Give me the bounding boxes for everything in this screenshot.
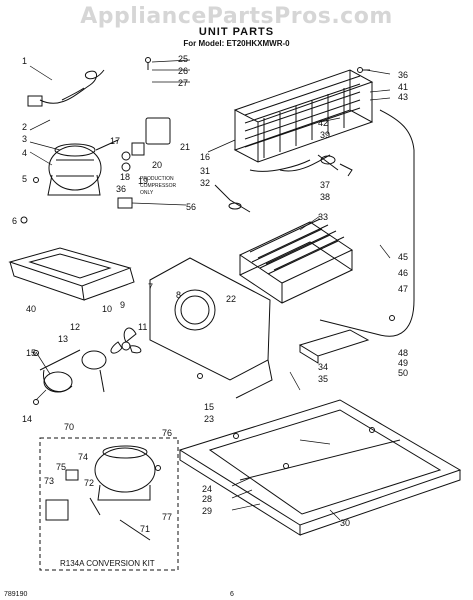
condenser-coil: [233, 69, 374, 163]
callout-11: 11: [138, 322, 147, 332]
callout-50: 50: [398, 368, 408, 378]
callout-7: 7: [148, 282, 153, 292]
svg-text:COMPRESSOR: COMPRESSOR: [140, 183, 177, 189]
callout-15a: 15: [26, 348, 36, 358]
screws: [20, 57, 395, 471]
callout-4: 4: [22, 148, 27, 158]
callout-15b: 15: [204, 402, 214, 412]
callout-numbers: 1 2 3 4 5 6 7 8 9 10 11 12 13 14 15 15 1…: [12, 54, 408, 534]
callout-20: 20: [152, 160, 162, 170]
leader-lines: [29, 59, 391, 521]
callout-14: 14: [22, 414, 32, 424]
callout-29: 29: [202, 506, 212, 516]
callout-36b: 36: [116, 184, 126, 194]
mounting-bracket: [298, 329, 370, 364]
callout-74: 74: [78, 452, 88, 462]
callout-10: 10: [102, 304, 112, 314]
fan-motor: [39, 349, 107, 393]
callout-21: 21: [180, 142, 190, 152]
compressor: [47, 139, 119, 196]
callout-37: 37: [320, 180, 330, 190]
callout-18: 18: [120, 172, 130, 182]
conversion-kit-box: [39, 437, 179, 571]
callout-8: 8: [176, 290, 181, 300]
callout-47: 47: [398, 284, 408, 294]
callout-70: 70: [64, 422, 74, 432]
callout-12: 12: [70, 322, 80, 332]
tubing: [249, 109, 415, 337]
fan-shroud: [149, 257, 273, 399]
connecting-tube: [214, 184, 251, 213]
callout-30: 30: [340, 518, 350, 528]
callout-35: 35: [318, 374, 328, 384]
callout-23: 23: [204, 414, 214, 424]
callout-26: 26: [178, 66, 188, 76]
svg-text:PRODUCTION: PRODUCTION: [140, 176, 174, 182]
base-frame: [178, 399, 462, 536]
callout-38: 38: [320, 192, 330, 202]
callout-45: 45: [398, 252, 408, 262]
diagram-title: UNIT PARTS: [198, 26, 275, 38]
part-56-block: [117, 197, 133, 209]
callout-72: 72: [84, 478, 94, 488]
callout-48: 48: [398, 348, 408, 358]
callout-22: 22: [226, 294, 236, 304]
callout-36a: 36: [398, 70, 408, 80]
callout-27: 27: [178, 78, 188, 88]
callout-9: 9: [120, 300, 125, 310]
callout-24: 24: [202, 484, 212, 494]
power-cord: [27, 69, 105, 107]
callout-5: 5: [22, 174, 27, 184]
production-note: PRODUCTION COMPRESSOR ONLY: [140, 176, 177, 196]
footer-page: 6: [230, 591, 234, 598]
callout-40: 40: [26, 304, 36, 314]
callout-76: 76: [162, 428, 172, 438]
callout-71: 71: [140, 524, 150, 534]
kit-label: R134A CONVERSION KIT: [60, 559, 155, 568]
callout-32: 32: [200, 178, 210, 188]
callout-77: 77: [162, 512, 172, 522]
callout-13: 13: [58, 334, 68, 344]
callout-17: 17: [110, 136, 120, 146]
fan-blade: [110, 327, 142, 354]
callout-2: 2: [22, 122, 27, 132]
callout-43: 43: [398, 92, 408, 102]
model-line: For Model: ET20HKXMWR-0: [183, 39, 290, 48]
callout-41: 41: [398, 82, 408, 92]
callout-31: 31: [200, 166, 210, 176]
callout-46: 46: [398, 268, 408, 278]
callout-39: 39: [320, 130, 330, 140]
callout-42: 42: [318, 118, 328, 128]
footer-code: 789190: [4, 591, 27, 598]
callout-73: 73: [44, 476, 54, 486]
callout-56: 56: [186, 202, 196, 212]
callout-1: 1: [22, 56, 27, 66]
drain-pan: [8, 247, 135, 301]
callout-3: 3: [22, 134, 27, 144]
callout-28: 28: [202, 494, 212, 504]
watermark: AppliancePartsPros.com: [80, 4, 393, 29]
callout-33: 33: [318, 212, 328, 222]
callout-75: 75: [56, 462, 66, 472]
relay-overload: [121, 117, 171, 172]
callout-25: 25: [178, 54, 188, 64]
callout-49: 49: [398, 358, 408, 368]
callout-16: 16: [200, 152, 210, 162]
svg-text:ONLY: ONLY: [140, 190, 154, 196]
drier: [317, 154, 353, 177]
evaporator-coil: [238, 218, 354, 304]
callout-6: 6: [12, 216, 17, 226]
callout-19: 19: [138, 176, 148, 186]
callout-34: 34: [318, 362, 328, 372]
